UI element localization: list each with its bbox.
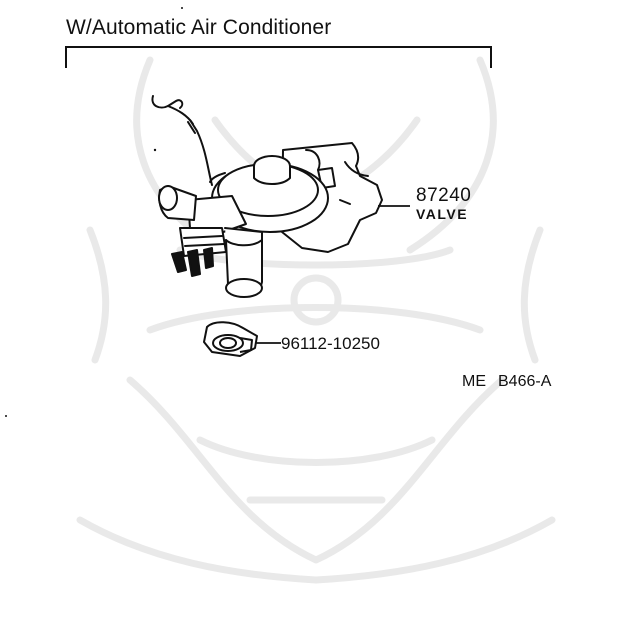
part-name-label: VALVE: [416, 206, 469, 222]
leader-lines: [256, 205, 410, 344]
header-bracket: [65, 46, 492, 68]
clip-part-number-label: 96112-10250: [281, 334, 380, 353]
diagram-title: W/Automatic Air Conditioner: [66, 16, 332, 39]
scan-specks: [5, 7, 183, 417]
part-number-label: 87240: [416, 185, 472, 206]
reference-code: B466-A: [498, 373, 552, 390]
samurai-helmet-watermark: [76, 56, 556, 584]
valve-drawing: [151, 95, 383, 298]
reference-prefix: ME: [462, 373, 486, 390]
clip-drawing: [203, 321, 258, 357]
